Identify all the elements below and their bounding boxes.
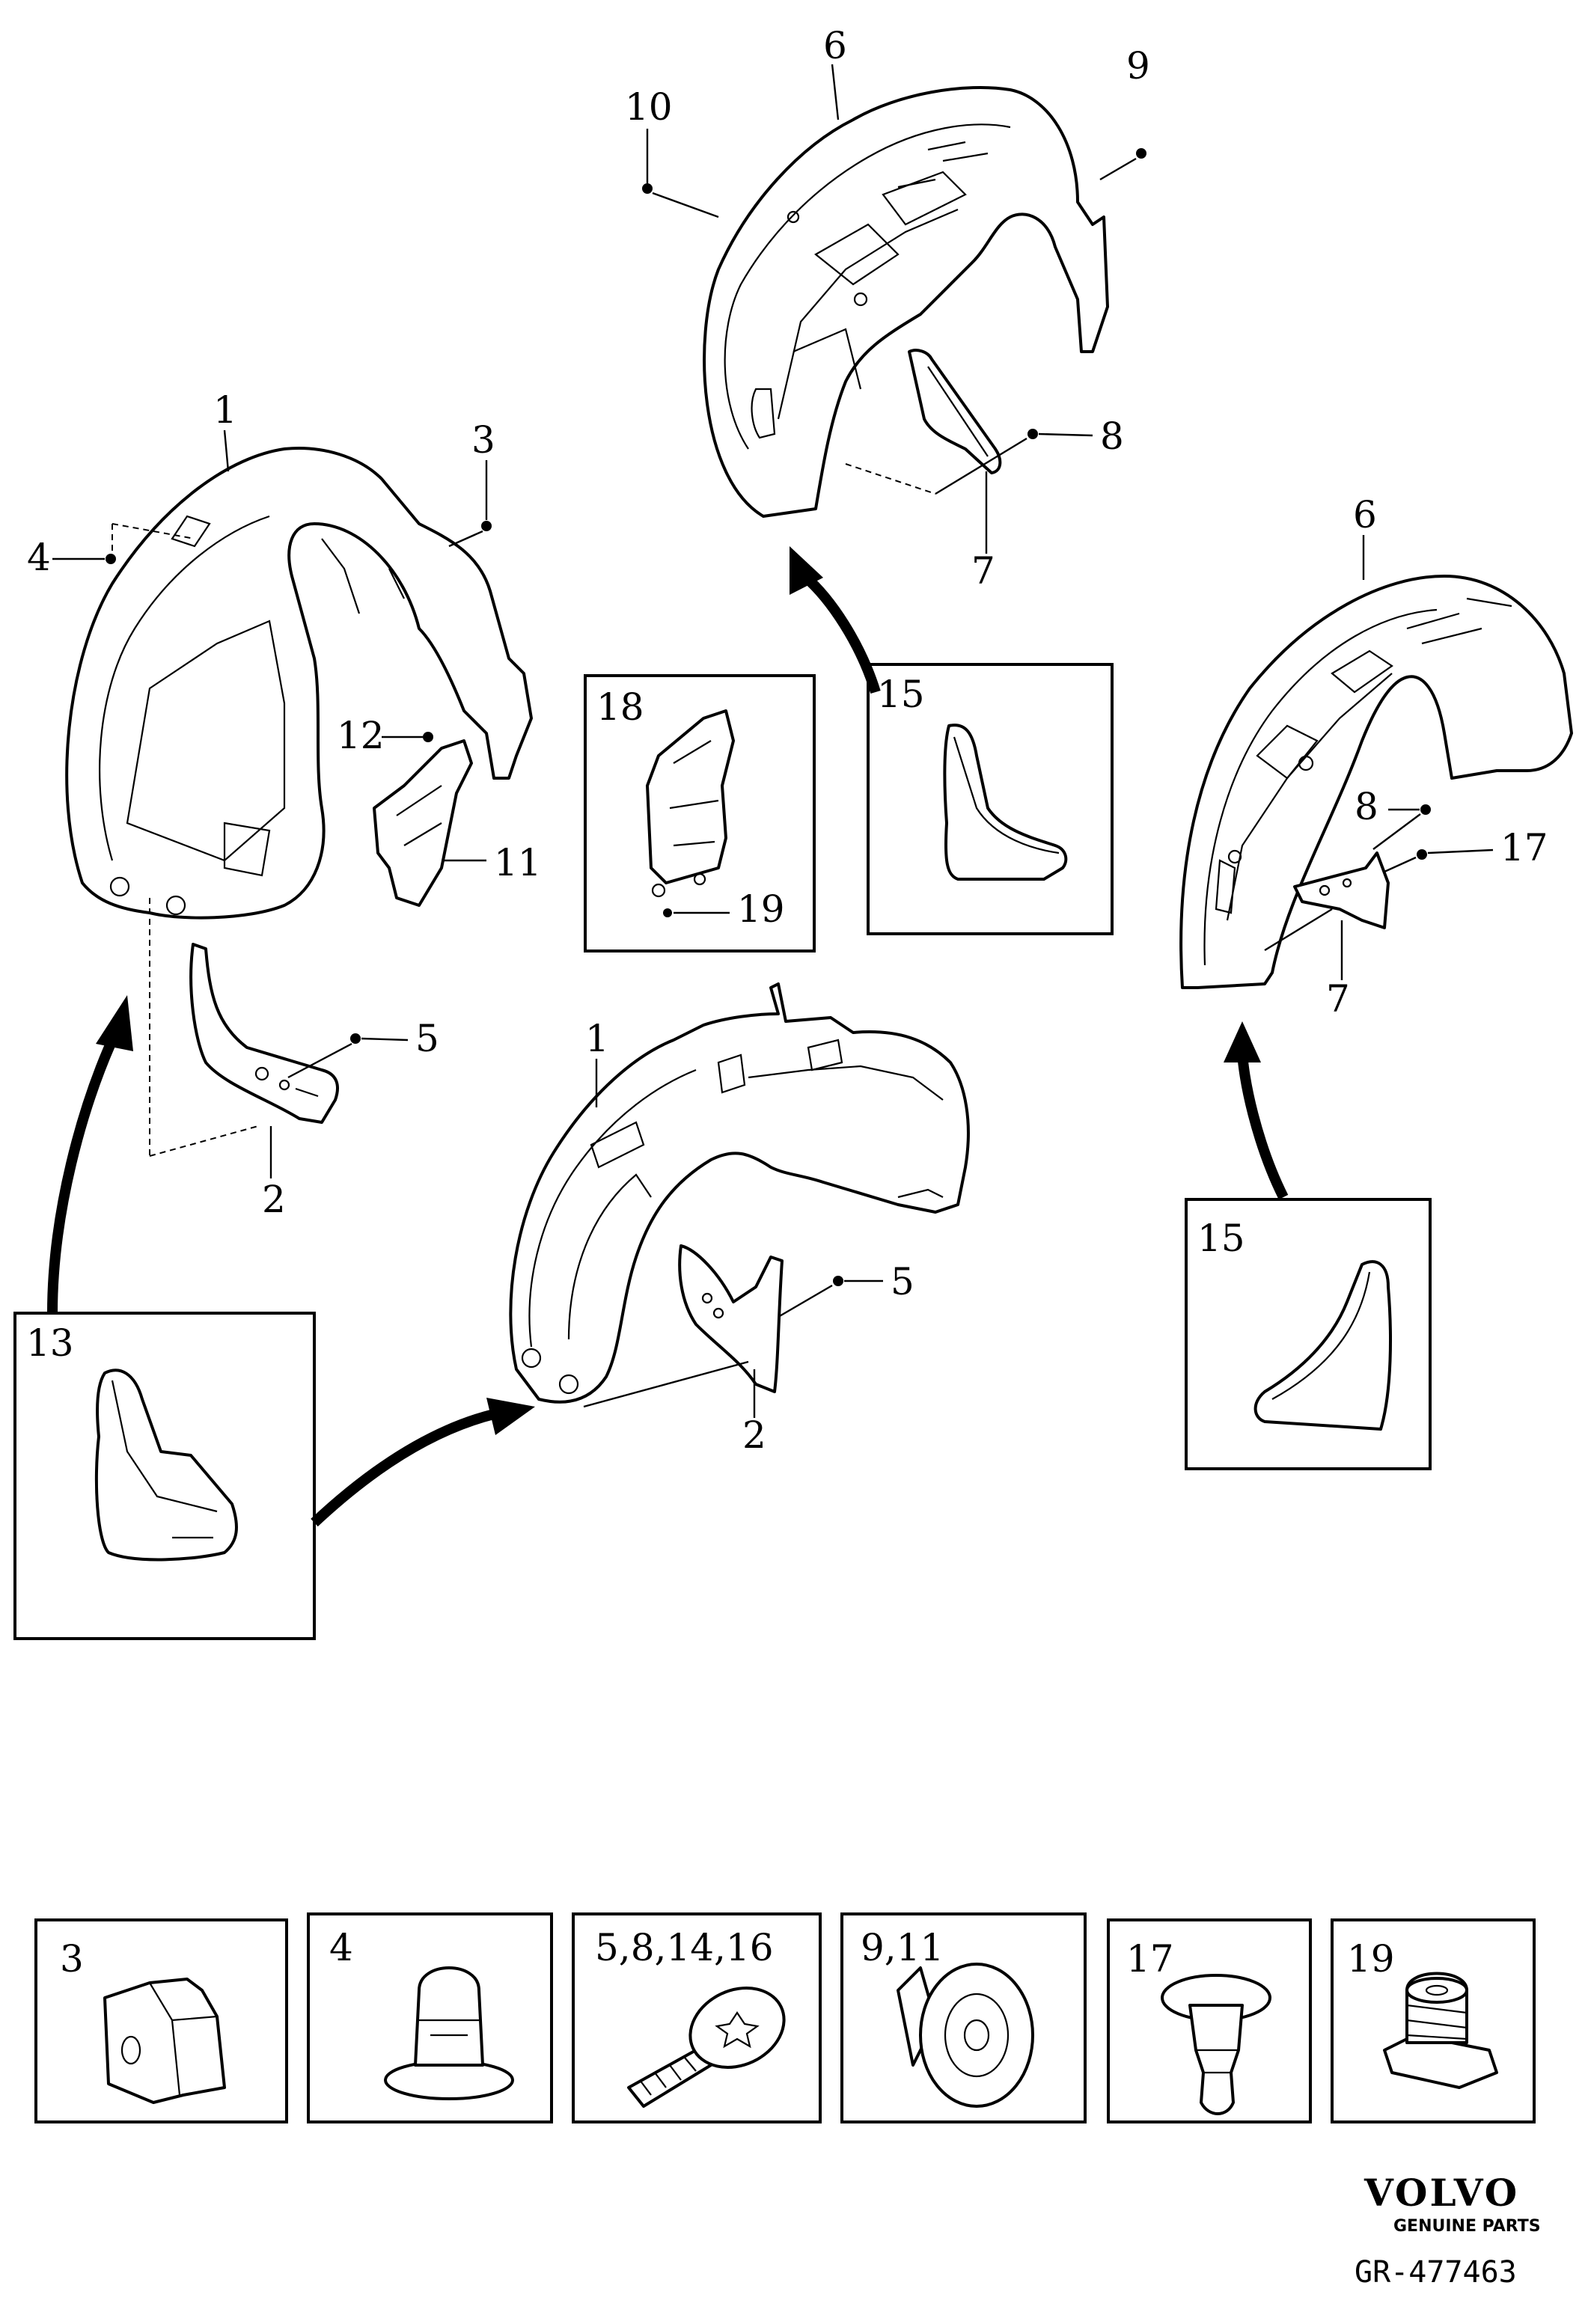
- pointer-arrows: [47, 546, 1289, 1527]
- push-rivet-icon: [384, 1966, 514, 2100]
- callout-3: 3: [471, 418, 495, 462]
- callout-5: 5: [891, 1260, 914, 1303]
- inset-label-18: 18: [596, 685, 644, 729]
- inset-18: 18 19: [584, 674, 816, 952]
- fastener-box-19: 19: [1331, 1918, 1536, 2123]
- callouts-front-center: 1 5 2: [583, 1017, 914, 1457]
- inset-label-15-lower: 15: [1197, 1217, 1245, 1260]
- diagram-reference: GR-477463: [1355, 2255, 1517, 2290]
- callout-6: 6: [1353, 493, 1377, 536]
- callout-1: 1: [213, 388, 237, 432]
- fastener-box-9-11: 9,11: [840, 1912, 1087, 2123]
- torx-screw-icon: [627, 1987, 786, 2108]
- fastener-label-9-11: 9,11: [861, 1926, 944, 1969]
- front-wheel-housing-left: [65, 447, 533, 1124]
- inset-label-13: 13: [26, 1321, 74, 1365]
- callout-10: 10: [625, 85, 673, 129]
- fastener-box-17: 17: [1107, 1918, 1312, 2123]
- clip-nut-icon: [103, 1978, 226, 2104]
- callout-12: 12: [337, 714, 385, 757]
- fastener-box-4: 4: [307, 1912, 553, 2123]
- fastener-box-3: 3: [34, 1918, 288, 2123]
- brand-tagline: GENUINE PARTS: [1393, 2217, 1541, 2236]
- callout-2: 2: [262, 1178, 286, 1221]
- rear-wheel-housing-upper: [703, 85, 1109, 518]
- arrow-13: [47, 1038, 117, 1314]
- callout-17: 17: [1500, 826, 1548, 869]
- fastener-label-17: 17: [1126, 1937, 1174, 1981]
- callout-1: 1: [585, 1017, 609, 1060]
- callout-7: 7: [1326, 977, 1350, 1021]
- arrow-15-upper: [801, 572, 881, 694]
- callout-6: 6: [823, 24, 847, 67]
- expansion-rivet-icon: [1161, 1974, 1271, 2115]
- flange-nut-icon: [897, 1963, 1034, 2108]
- inset-label-15-upper: 15: [877, 673, 925, 716]
- inset-15-lower: 15: [1185, 1198, 1432, 1470]
- fastener-label-4: 4: [329, 1926, 353, 1969]
- spring-clip-nut-icon: [1383, 1972, 1498, 2089]
- rear-wheel-housing-right: [1179, 575, 1573, 989]
- fastener-label-19: 19: [1347, 1937, 1395, 1981]
- brand-block: VOLVO GENUINE PARTS GR-477463: [1355, 2171, 1541, 2290]
- inset-label-19: 19: [737, 887, 785, 931]
- fastener-box-5-8-14-16: 5,8,14,16: [572, 1912, 822, 2123]
- callouts-front-left: 1 3 4 12 11 5 2: [27, 388, 542, 1221]
- callout-5: 5: [415, 1017, 439, 1060]
- callouts-rear-right: 6 8 17 7: [1264, 493, 1548, 1021]
- callout-7: 7: [971, 549, 995, 593]
- callout-2: 2: [742, 1413, 766, 1457]
- callout-11: 11: [494, 841, 542, 884]
- front-wheel-housing-center: [509, 982, 970, 1404]
- arrow-13-right: [311, 1409, 495, 1527]
- callout-8: 8: [1355, 785, 1378, 828]
- inset-15-upper: 15: [867, 663, 1114, 935]
- inset-13: 13: [13, 1312, 316, 1640]
- brand-logo: VOLVO: [1364, 2171, 1519, 2215]
- callouts-rear-upper: 6 9 10 8 7: [625, 24, 1150, 593]
- callout-9: 9: [1126, 44, 1150, 88]
- callout-8: 8: [1100, 415, 1124, 458]
- callout-4: 4: [27, 536, 51, 579]
- arrow-15-lower: [1237, 1047, 1289, 1200]
- fastener-label-5-8-14-16: 5,8,14,16: [595, 1926, 774, 1969]
- fastener-label-3: 3: [60, 1937, 84, 1981]
